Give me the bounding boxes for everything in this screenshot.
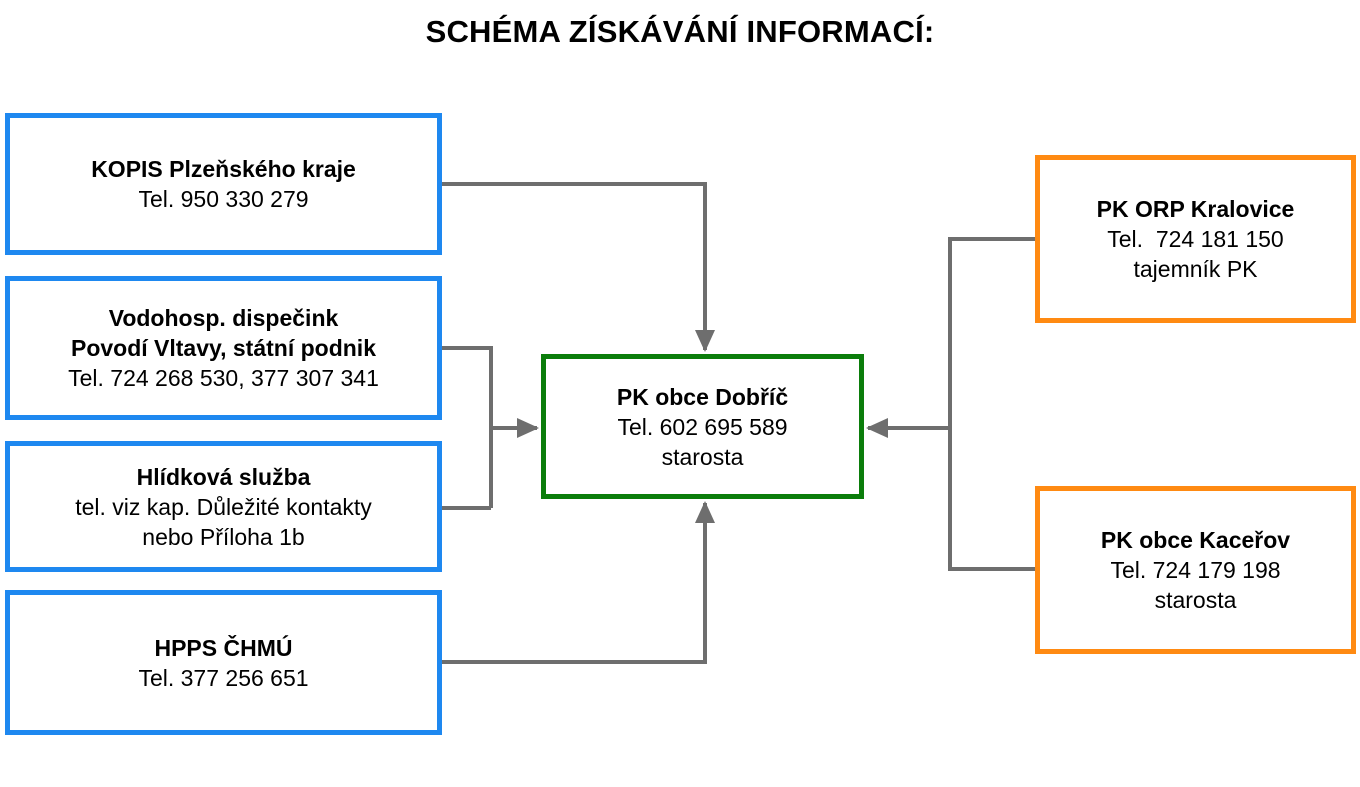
node-vodo-name-line2: Povodí Vltavy, státní podnik: [70, 335, 376, 361]
connector-orp-kacerov-bracket: [948, 237, 1035, 571]
node-kopis-name: KOPIS Plzeňského kraje: [91, 156, 356, 182]
node-hpps-name: HPPS ČHMÚ: [154, 634, 293, 661]
node-center-phone: Tel. 602 695 589: [617, 413, 788, 440]
connector-vodo-to-bracket: [442, 346, 493, 508]
node-center-name: PK obce Dobříč: [616, 383, 789, 410]
node-hpps-chmu: HPPS ČHMÚ Tel. 377 256 651: [5, 590, 442, 735]
node-vodohosp-dispecink: Vodohosp. dispečink Povodí Vltavy, státn…: [5, 276, 442, 420]
node-hlidka-name: Hlídková služba: [136, 463, 311, 490]
node-kacerov-name: PK obce Kaceřov: [1100, 527, 1291, 553]
node-pk-orp-kralovice: PK ORP Kralovice Tel. 724 181 150 tajemn…: [1035, 155, 1356, 323]
node-orp-name: PK ORP Kralovice: [1096, 196, 1295, 222]
node-orp-role: tajemník PK: [1133, 256, 1258, 282]
connector-hpps-to-center: [442, 501, 715, 664]
node-hlidkova-sluzba: Hlídková služba tel. viz kap. Důležité k…: [5, 441, 442, 572]
diagram-title: SCHÉMA ZÍSKÁVÁNÍ INFORMACÍ:: [425, 14, 935, 49]
node-hlidka-line2: nebo Příloha 1b: [142, 523, 305, 550]
node-kopis: KOPIS Plzeňského kraje Tel. 950 330 279: [5, 113, 442, 255]
node-kacerov-role: starosta: [1154, 587, 1237, 613]
node-kacerov-phone: Tel. 724 179 198: [1110, 557, 1281, 583]
node-vodo-phone: Tel. 724 268 530, 377 307 341: [68, 365, 379, 391]
node-center-role: starosta: [661, 443, 744, 470]
node-orp-phone: Tel. 724 181 150: [1107, 226, 1284, 252]
node-hpps-phone: Tel. 377 256 651: [138, 664, 309, 691]
node-kopis-phone: Tel. 950 330 279: [138, 186, 309, 212]
node-pk-obce-dobric: PK obce Dobříč Tel. 602 695 589 starosta: [541, 354, 864, 499]
connector-kopis-to-center: [442, 182, 715, 352]
node-pk-obce-kacerov: PK obce Kaceřov Tel. 724 179 198 starost…: [1035, 486, 1356, 654]
node-vodo-name-line1: Vodohosp. dispečink: [108, 305, 339, 331]
node-hlidka-line1: tel. viz kap. Důležité kontakty: [75, 493, 372, 520]
